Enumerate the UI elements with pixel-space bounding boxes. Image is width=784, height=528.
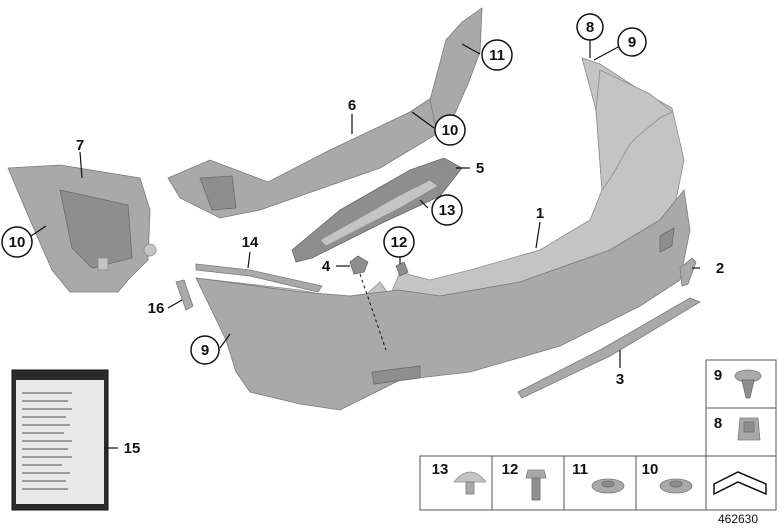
callout-8: 8 <box>576 13 604 41</box>
callout-2: 2 <box>716 260 724 277</box>
part-2-reflector <box>679 257 697 287</box>
part-4-clip <box>349 255 387 351</box>
nut-10-icon <box>659 478 693 494</box>
callout-1: 1 <box>536 205 544 222</box>
svg-text:8: 8 <box>714 415 722 432</box>
part-5-absorber <box>291 157 463 263</box>
part-12-clip <box>395 261 409 277</box>
clip-13-icon <box>453 471 487 495</box>
callout-12: 12 <box>383 226 415 258</box>
svg-text:10: 10 <box>9 234 26 251</box>
callout-11: 11 <box>481 39 513 71</box>
part-11-bracket <box>429 7 483 129</box>
svg-text:4: 4 <box>322 258 331 275</box>
callout-10b: 10 <box>434 114 466 146</box>
svg-text:1: 1 <box>536 205 544 222</box>
svg-text:11: 11 <box>489 47 505 64</box>
nut-11-icon <box>591 478 625 494</box>
part-3-lower-strip <box>517 297 701 399</box>
callout-4: 4 <box>322 258 331 275</box>
svg-text:9: 9 <box>714 367 722 384</box>
clip-8-icon <box>737 417 761 441</box>
callout-5: 5 <box>476 160 484 177</box>
part-7-left-bracket <box>7 164 157 293</box>
svg-text:6: 6 <box>348 97 356 114</box>
svg-text:5: 5 <box>476 160 484 177</box>
part-16-trim <box>175 279 194 311</box>
svg-text:10: 10 <box>442 122 459 139</box>
svg-text:7: 7 <box>76 137 84 154</box>
callout-9a: 9 <box>617 27 647 57</box>
legend-bottom-row: 13 12 11 10 <box>419 455 777 511</box>
callout-3: 3 <box>616 371 624 388</box>
svg-text:16: 16 <box>148 300 165 317</box>
callout-13: 13 <box>431 194 463 226</box>
svg-text:8: 8 <box>586 19 594 36</box>
callout-14: 14 <box>242 234 259 251</box>
callout-10a: 10 <box>1 226 33 258</box>
part-14-trim-strip <box>195 263 323 293</box>
svg-text:10: 10 <box>642 461 659 478</box>
svg-text:9: 9 <box>628 34 636 51</box>
callout-16: 16 <box>148 300 165 317</box>
svg-text:13: 13 <box>432 461 449 478</box>
svg-text:9: 9 <box>201 342 209 359</box>
screw-12-icon <box>525 469 547 501</box>
callout-15: 15 <box>124 440 141 457</box>
reference-number: 462630 <box>718 512 758 526</box>
svg-text:3: 3 <box>616 371 624 388</box>
legend-right-column: 9 8 <box>705 359 777 457</box>
svg-text:15: 15 <box>124 440 141 457</box>
svg-text:14: 14 <box>242 234 259 251</box>
svg-text:12: 12 <box>391 234 408 251</box>
svg-text:12: 12 <box>502 461 519 478</box>
svg-text:11: 11 <box>572 461 588 478</box>
callout-9b: 9 <box>190 335 220 365</box>
part-15-kit-bag <box>11 369 109 511</box>
part-1-bumper-panel <box>195 57 691 411</box>
clip-9-icon <box>734 369 762 399</box>
svg-text:2: 2 <box>716 260 724 277</box>
svg-text:13: 13 <box>439 202 456 219</box>
tool-icon <box>713 471 767 496</box>
callout-7: 7 <box>76 137 84 154</box>
callout-6: 6 <box>348 97 356 114</box>
leader-lines <box>27 40 700 449</box>
